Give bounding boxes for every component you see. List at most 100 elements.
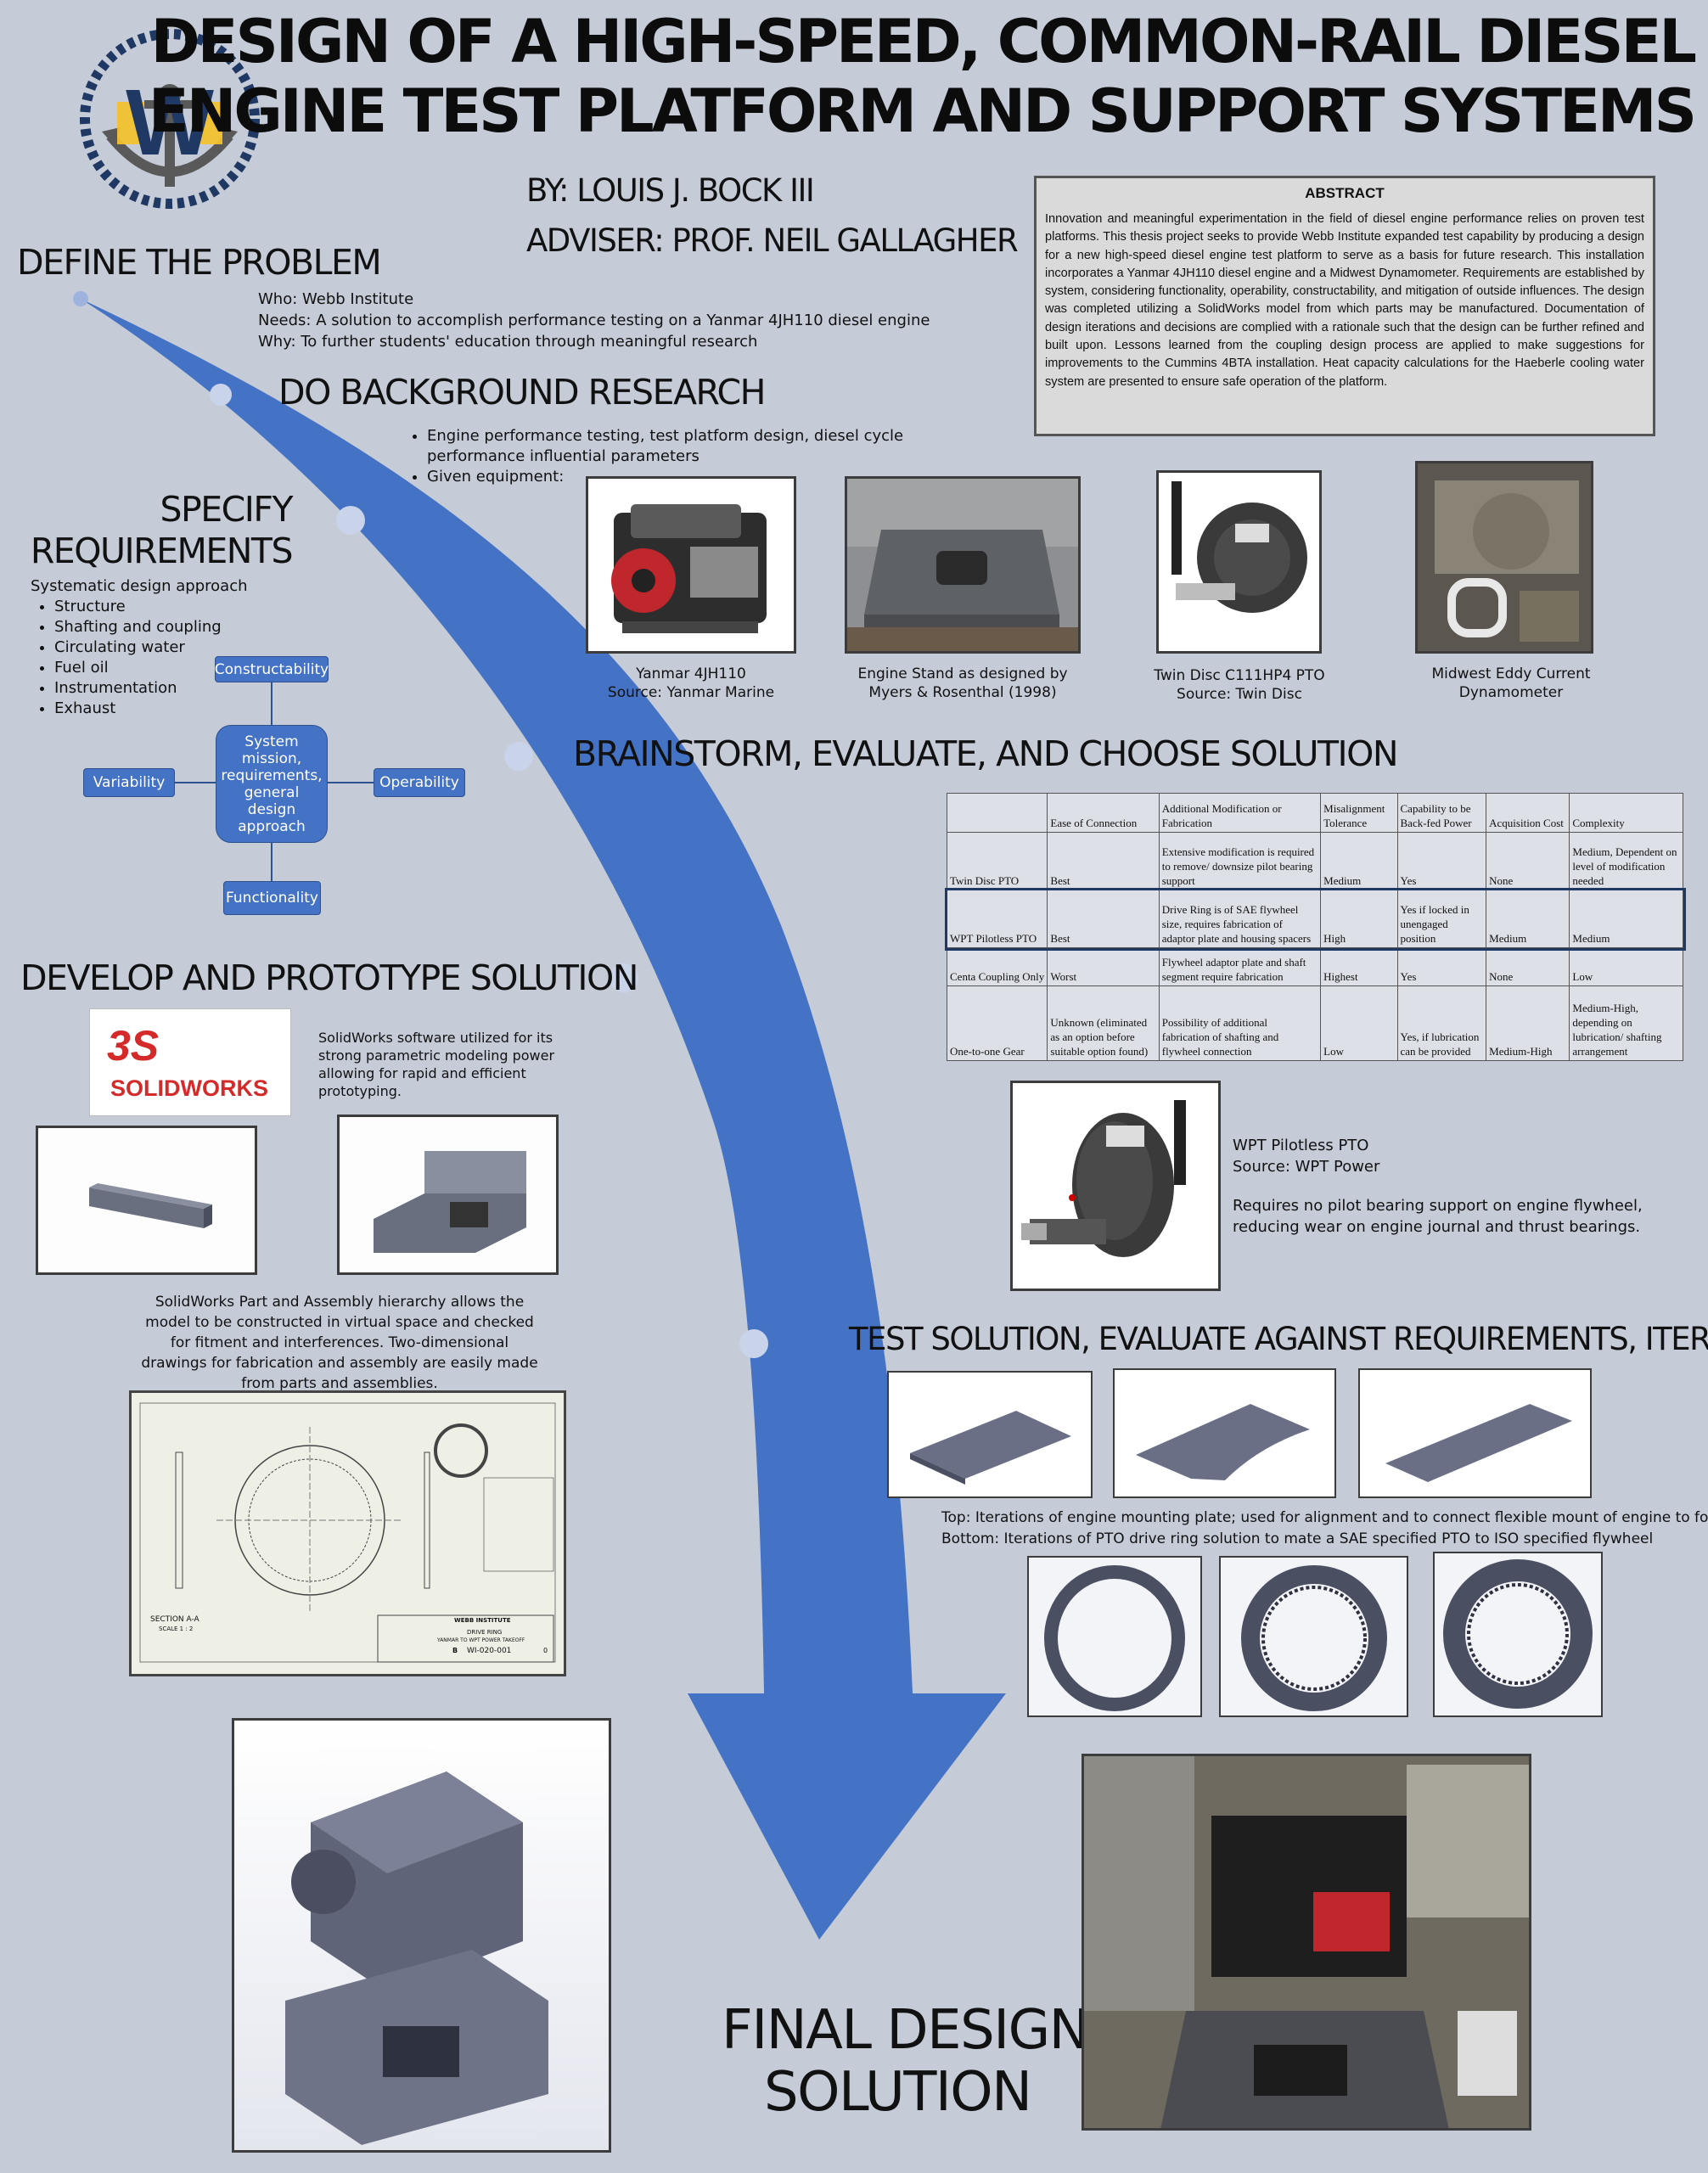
research-bullets: Engine performance testing, test platfor… xyxy=(403,426,970,487)
develop-heading: DEVELOP AND PROTOTYPE SOLUTION xyxy=(20,957,638,998)
webb-logo: W xyxy=(80,29,260,209)
table-cell: Low xyxy=(1320,985,1398,1061)
specify-heading-2: REQUIREMENTS xyxy=(30,531,294,571)
table-cell: Twin Disc PTO xyxy=(946,832,1048,890)
drawing-section-label: SECTION A-A xyxy=(150,1615,199,1624)
specify-intro: Systematic design approach xyxy=(31,577,248,595)
specify-bullet-exhaust: Exhaust xyxy=(54,699,222,719)
table-header-cell xyxy=(946,793,1048,833)
requirements-operability: Operability xyxy=(374,768,465,797)
specify-bullet-instrumentation: Instrumentation xyxy=(54,678,222,699)
equip-caption-3: Twin Disc C111HP4 PTO Source: Twin Disc xyxy=(1138,666,1341,704)
define-why: Why: To further students' education thro… xyxy=(258,333,758,351)
drawing-size: B xyxy=(452,1647,458,1654)
abstract-box: ABSTRACT Innovation and meaningful exper… xyxy=(1034,176,1655,436)
research-heading: DO BACKGROUND RESEARCH xyxy=(278,372,766,413)
table-row-selected: WPT Pilotless PTO Best Drive Ring is of … xyxy=(944,887,1686,951)
yanmar-engine-image xyxy=(586,476,796,654)
table-cell: Low xyxy=(1569,947,1683,986)
equip-caption-3-line1: Twin Disc C111HP4 PTO xyxy=(1154,667,1325,684)
equip-caption-2-line2: Myers & Rosenthal (1998) xyxy=(868,684,1057,701)
final-heading-2: SOLUTION xyxy=(764,2061,1032,2124)
table-cell: Yes xyxy=(1396,832,1487,890)
table-cell: Highest xyxy=(1320,947,1398,986)
engine-stand-image xyxy=(845,476,1081,654)
drive-ring-iteration-1 xyxy=(1027,1556,1202,1717)
table-row: Twin Disc PTO Best Extensive modificatio… xyxy=(946,832,1683,890)
engineering-drawing: SECTION A-A SCALE 1 : 2 WEBB INSTITUTE D… xyxy=(129,1390,566,1676)
table-header-cell: Acquisition Cost xyxy=(1486,793,1570,833)
wpt-caption-2: Source: WPT Power xyxy=(1233,1158,1380,1176)
equip-caption-3-line2: Source: Twin Disc xyxy=(1177,686,1302,703)
logo-letter: W xyxy=(126,70,214,175)
table-header-cell: Ease of Connection xyxy=(1047,793,1160,833)
table-cell: Best xyxy=(1047,832,1160,890)
test-caption-top: Top: Iterations of engine mounting plate… xyxy=(941,1509,1708,1526)
hierarchy-text: SolidWorks Part and Assembly hierarchy a… xyxy=(141,1294,538,1392)
table-cell: One-to-one Gear xyxy=(946,985,1048,1061)
test-heading: TEST SOLUTION, EVALUATE AGAINST REQUIREM… xyxy=(849,1321,1708,1357)
table-header-cell: Additional Modification or Fabrication xyxy=(1158,793,1322,833)
equip-caption-4-line1: Midwest Eddy Current xyxy=(1431,665,1591,682)
table-cell: Medium xyxy=(1320,832,1398,890)
final-heading-1: FINAL DESIGN xyxy=(722,1999,1090,2062)
solidworks-text: SolidWorks software utilized for its str… xyxy=(318,1030,555,1099)
assembly-render-image xyxy=(232,1718,611,2153)
stand-part-image xyxy=(337,1115,559,1275)
drawing-subtitle: YANMAR TO WPT POWER TAKEOFF xyxy=(437,1637,525,1643)
table-cell: Possibility of additional fabrication of… xyxy=(1158,985,1322,1061)
table-cell: Unknown (eliminated as an option before … xyxy=(1047,985,1160,1061)
equip-caption-2-line1: Engine Stand as designed by xyxy=(857,665,1068,682)
abstract-body: Innovation and meaningful experimentatio… xyxy=(1045,212,1644,389)
wpt-caption-1: WPT Pilotless PTO xyxy=(1233,1137,1369,1154)
table-cell: Yes, if lubrication can be provided xyxy=(1396,985,1487,1061)
adviser: ADVISER: PROF. NEIL GALLAGHER xyxy=(526,222,1019,259)
table-cell: Extensive modification is required to re… xyxy=(1158,832,1322,890)
abstract-heading: ABSTRACT xyxy=(1305,185,1385,201)
equip-caption-4-line2: Dynamometer xyxy=(1458,684,1564,701)
table-cell: None xyxy=(1486,947,1570,986)
table-row: Centa Coupling Only Worst Flywheel adapt… xyxy=(946,947,1683,986)
test-caption-bottom: Bottom: Iterations of PTO drive ring sol… xyxy=(941,1530,1654,1547)
table-cell: Worst xyxy=(1047,947,1160,986)
table-cell: High xyxy=(1320,890,1398,948)
define-who: Who: Webb Institute xyxy=(258,290,414,308)
table-header-cell: Capability to be Back-fed Power xyxy=(1396,793,1487,833)
specify-bullet-fuel: Fuel oil xyxy=(54,658,222,678)
title-line-1: DESIGN OF A HIGH-SPEED, COMMON-RAIL DIES… xyxy=(150,7,1697,76)
table-cell: Medium-High, depending on lubrication/ s… xyxy=(1569,985,1683,1061)
table-cell: WPT Pilotless PTO xyxy=(946,890,1048,948)
table-cell: Medium-High xyxy=(1486,985,1570,1061)
drive-ring-iteration-3 xyxy=(1433,1552,1603,1717)
specify-bullet-water: Circulating water xyxy=(54,637,222,658)
table-cell: Yes if locked in unengaged position xyxy=(1396,890,1487,948)
wpt-note-2: reducing wear on engine journal and thru… xyxy=(1233,1218,1641,1236)
drawing-scale-label: SCALE 1 : 2 xyxy=(159,1626,194,1632)
equip-caption-1: Yanmar 4JH110 Source: Yanmar Marine xyxy=(586,665,796,702)
table-row: One-to-one Gear Unknown (eliminated as a… xyxy=(946,985,1683,1061)
beam-part-image xyxy=(36,1126,257,1275)
twin-disc-pto-image xyxy=(1156,470,1322,654)
table-cell: Medium, Dependent on level of modificati… xyxy=(1569,832,1683,890)
drawing-rev: 0 xyxy=(543,1647,548,1654)
research-bullet-2: Given equipment: xyxy=(427,467,970,487)
wpt-pto-image xyxy=(1010,1081,1221,1291)
drawing-part: DRIVE RING xyxy=(467,1629,503,1636)
table-cell: Centa Coupling Only xyxy=(946,947,1048,986)
equip-caption-1-line1: Yanmar 4JH110 xyxy=(636,665,746,682)
dynamometer-image xyxy=(1415,461,1593,654)
mount-plate-iteration-2 xyxy=(1113,1368,1336,1498)
equip-caption-4: Midwest Eddy Current Dynamometer xyxy=(1409,665,1613,702)
svg-text:3S: 3S xyxy=(107,1022,159,1070)
table-header-cell: Complexity xyxy=(1569,793,1683,833)
table-cell: Medium xyxy=(1486,890,1570,948)
table-cell: None xyxy=(1486,832,1570,890)
equip-caption-2: Engine Stand as designed by Myers & Rose… xyxy=(845,665,1081,702)
define-heading: DEFINE THE PROBLEM xyxy=(17,242,382,283)
drawing-number: WI-020-001 xyxy=(467,1647,512,1655)
solidworks-logo: 3S SOLIDWORKS xyxy=(89,1008,291,1116)
specify-bullets: Structure Shafting and coupling Circulat… xyxy=(31,597,222,719)
table-cell: Yes xyxy=(1396,947,1487,986)
requirements-center-box: System mission, requirements, general de… xyxy=(216,725,328,843)
